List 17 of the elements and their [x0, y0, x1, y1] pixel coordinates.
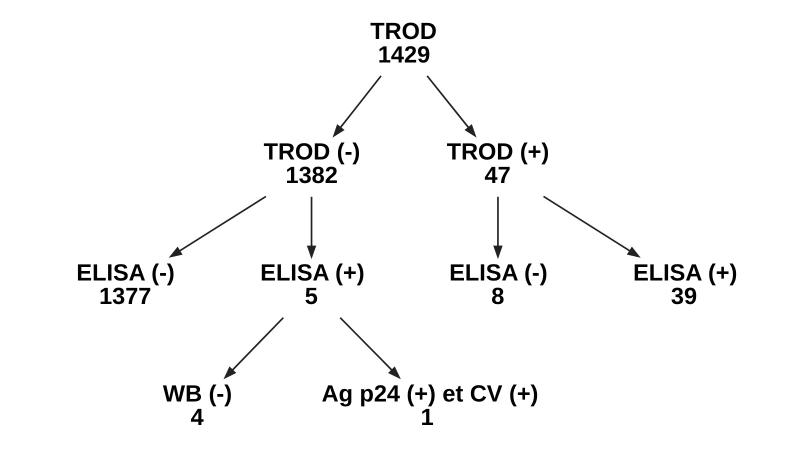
- arrow: [223, 317, 284, 380]
- node-text: ELISA (+) 39: [633, 260, 738, 310]
- node-text: WB (-) 4: [162, 380, 232, 430]
- node-text: TROD 1429: [370, 18, 437, 68]
- arrow: [168, 196, 266, 258]
- arrow: [543, 196, 641, 258]
- arrow: [493, 196, 503, 260]
- arrow: [332, 75, 382, 138]
- node-text: ELISA (+) 5: [260, 260, 365, 310]
- node-text: TROD (+) 47: [446, 138, 550, 188]
- arrow: [340, 317, 401, 380]
- node-text: Ag p24 (+) et CV (+) 1: [322, 380, 538, 430]
- node-text: ELISA (-) 1377: [76, 260, 175, 310]
- node-text: TROD (-) 1382: [264, 138, 360, 188]
- arrow: [306, 196, 316, 260]
- arrow: [426, 75, 477, 138]
- node-text: ELISA (-) 8: [449, 260, 548, 310]
